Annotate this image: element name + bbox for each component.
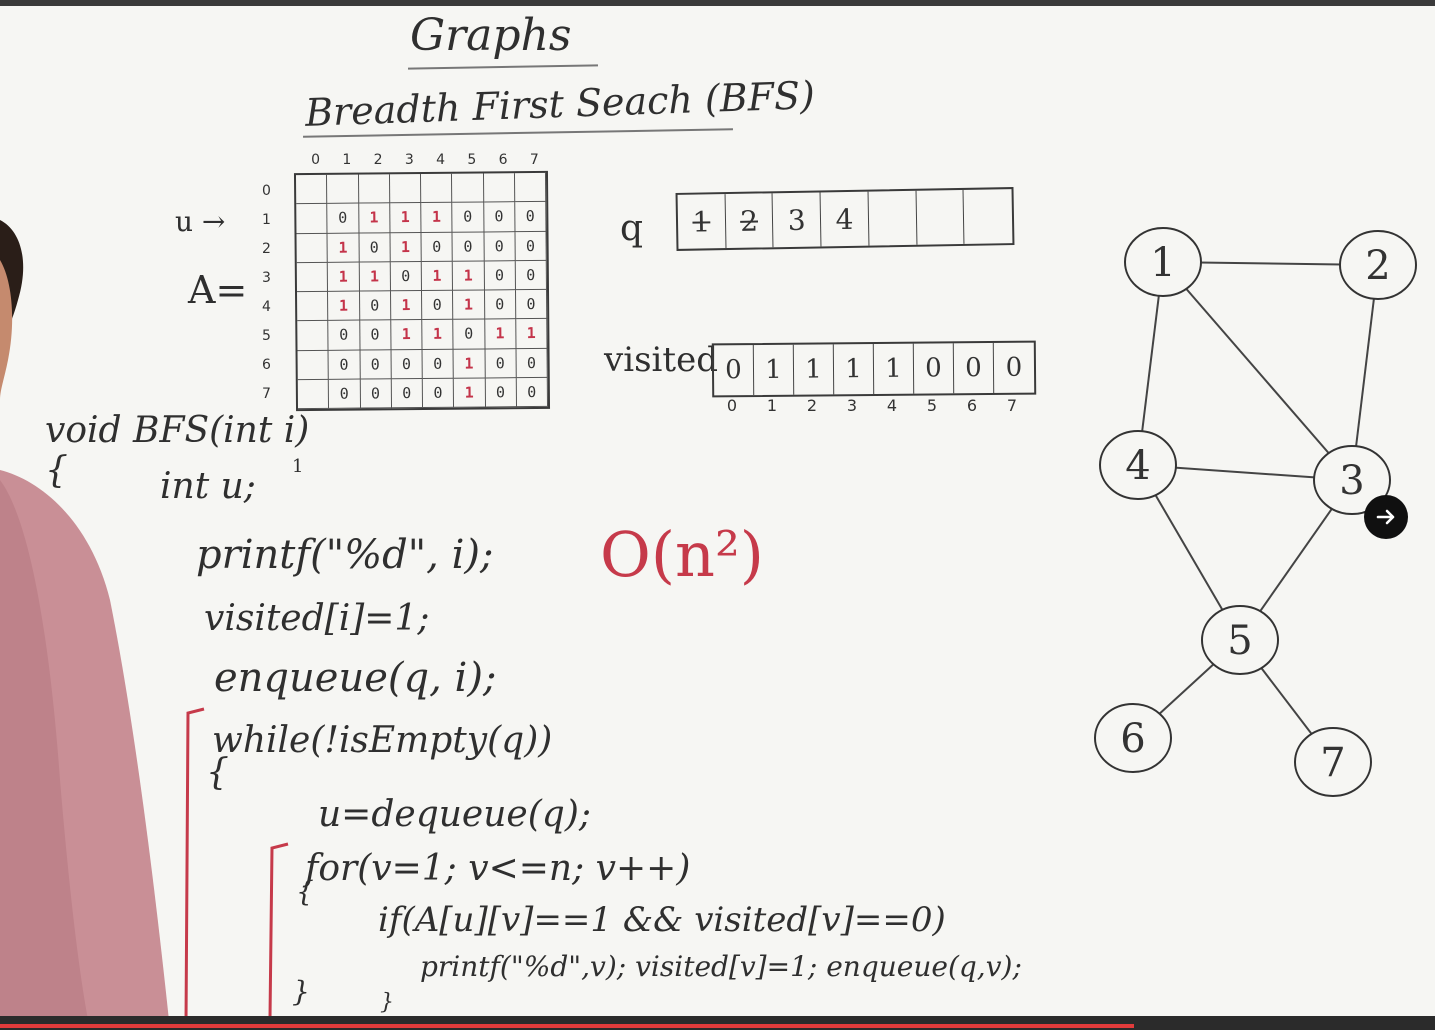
visited-indices: 0 1 2 3 4 5 6 7 (712, 396, 1032, 415)
code-line-0: void BFS(int i) (45, 410, 310, 451)
graph-node-label: 4 (1125, 443, 1150, 489)
code-line-11: if(A[u][v]==1 && visited[v]==0) (378, 900, 946, 940)
top-bar (0, 0, 1435, 6)
complexity-label: O(n²) (600, 518, 764, 591)
graph-node-label: 3 (1339, 458, 1364, 504)
graph-node (1099, 430, 1177, 500)
queue-label: q (620, 208, 644, 249)
arrow-right-icon (1376, 509, 1395, 525)
matrix-row-label: 7 (262, 385, 271, 402)
code-line-6: while(!isEmpty(q)) (212, 720, 553, 761)
matrix-row-label: 2 (262, 240, 271, 257)
visited-index: 5 (926, 396, 938, 415)
matrix-col-label: 2 (373, 152, 383, 168)
graph-node (1339, 230, 1417, 300)
code-line-2: int u; (160, 466, 256, 507)
matrix-col-label: 0 (311, 152, 321, 168)
param-annotation: 1 (292, 456, 304, 477)
graph-node-label: 6 (1120, 716, 1145, 762)
label-u: u → (175, 205, 226, 238)
code-line-5: enqueue(q, i); (214, 655, 497, 701)
visited-index: 2 (806, 396, 818, 415)
board-title: Graphs (410, 10, 572, 61)
visited-index: 3 (846, 396, 858, 415)
matrix-row-label: 0 (262, 182, 271, 199)
label-A: A= (188, 268, 248, 312)
graph-node-label: 2 (1365, 243, 1390, 289)
matrix-row-label: 1 (262, 211, 271, 228)
code-line-12: printf("%d",v); visited[v]=1; enqueue(q,… (420, 950, 1022, 983)
next-button[interactable] (1364, 495, 1408, 539)
matrix-row-label: 3 (262, 269, 271, 286)
visited-index: 1 (766, 396, 778, 415)
matrix-col-label: 7 (529, 152, 539, 168)
progress-bar[interactable] (0, 1024, 1134, 1028)
graph-node (1124, 227, 1202, 297)
code-line-9: for(v=1; v<=n; v++) (305, 848, 691, 889)
matrix-column-labels: 0 1 2 3 4 5 6 7 (300, 152, 550, 168)
matrix-col-label: 6 (498, 152, 508, 168)
matrix-row-label: 5 (262, 327, 271, 344)
matrix-row-label: 6 (262, 356, 271, 373)
graph-edge (1162, 261, 1353, 481)
code-line-13: } (292, 975, 310, 1008)
visited-index: 7 (1006, 396, 1018, 415)
matrix-row-label: 4 (262, 298, 271, 315)
visited-label: visited (604, 340, 718, 380)
graph-node (1313, 445, 1391, 515)
visited-index: 6 (966, 396, 978, 415)
while-bracket (184, 707, 205, 1024)
matrix-row-labels: 0 1 2 3 4 5 6 7 (262, 176, 271, 408)
graph-node-label: 7 (1320, 740, 1345, 786)
code-line-3: printf("%d", i); (196, 532, 494, 578)
matrix-col-label: 1 (342, 152, 352, 168)
code-line-10: { (296, 875, 314, 908)
visited-index: 4 (886, 396, 898, 415)
for-bracket (268, 842, 289, 1019)
matrix-col-label: 4 (436, 152, 446, 168)
code-line-4: visited[i]=1; (204, 598, 430, 639)
visited-index: 0 (726, 396, 738, 415)
matrix-col-label: 5 (467, 152, 477, 168)
code-line-1: { (45, 450, 68, 491)
code-line-8: u=dequeue(q); (318, 794, 591, 835)
code-line-7: { (206, 752, 229, 793)
graph-node (1294, 727, 1372, 797)
graph-node (1094, 703, 1172, 773)
graph-node-label: 1 (1150, 240, 1175, 286)
code-line-14: } (380, 990, 394, 1015)
matrix-col-label: 3 (404, 152, 414, 168)
graph-edge (1351, 264, 1379, 481)
graph-node (1201, 605, 1279, 675)
presenter-image (0, 220, 170, 1030)
graph-node-label: 5 (1227, 618, 1252, 664)
